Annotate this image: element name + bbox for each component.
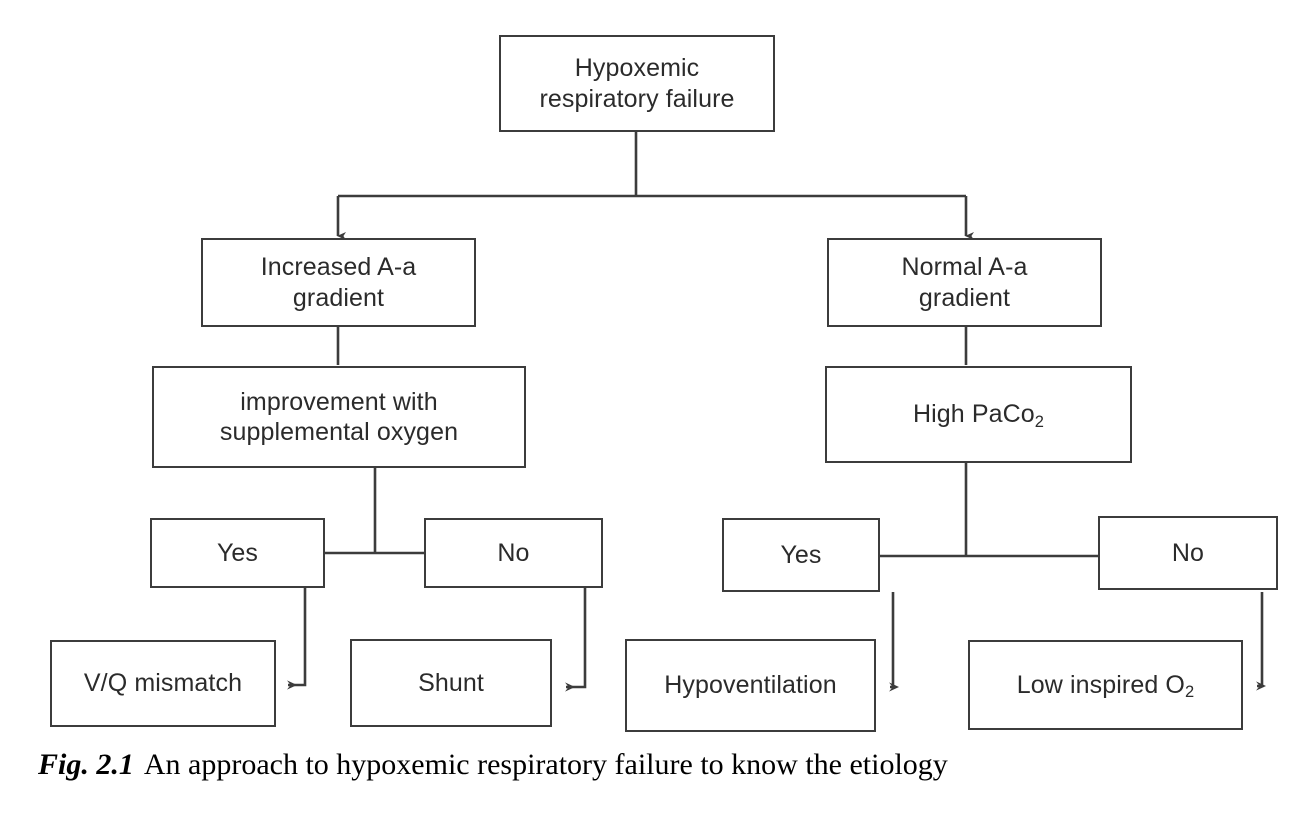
edge-right-no-to-low-inspired-o2 [1256, 592, 1266, 691]
figure-caption-text: An approach to hypoxemic respiratory fai… [143, 748, 948, 781]
edge-right-yes-to-hypoventilation [889, 592, 899, 692]
node-shunt[interactable]: Shunt [350, 639, 552, 727]
node-right-yes[interactable]: Yes [722, 518, 880, 592]
edge-left-no-to-shunt [565, 588, 587, 692]
node-shunt-label: Shunt [418, 668, 484, 697]
node-right-no[interactable]: No [1098, 516, 1278, 590]
node-vq-mismatch[interactable]: V/Q mismatch [50, 640, 276, 727]
node-low-inspired-o2-label: Low inspired O2 [1016, 670, 1195, 702]
node-low-inspired-o2[interactable]: Low inspired O2 [968, 640, 1243, 730]
node-left-yes-label: Yes [216, 538, 259, 567]
node-right-yes-label: Yes [780, 540, 822, 569]
edge-left-yes-to-vq [287, 588, 307, 690]
node-vq-mismatch-label: V/Q mismatch [83, 669, 243, 698]
subscript-2: 2 [1034, 412, 1045, 431]
node-hypoventilation-label: Hypoventilation [664, 671, 837, 700]
figure-number: Fig. 2.1 [38, 748, 134, 781]
node-left-no-label: No [497, 538, 530, 567]
subscript-2: 2 [1184, 683, 1195, 702]
node-right-no-label: No [1171, 538, 1205, 567]
node-left-no[interactable]: No [424, 518, 603, 588]
figure-caption: Fig. 2.1 An approach to hypoxemic respira… [38, 748, 1278, 782]
node-high-paco2[interactable]: High PaCo2 [825, 366, 1132, 463]
node-hypoventilation[interactable]: Hypoventilation [625, 639, 876, 732]
node-left-yes[interactable]: Yes [150, 518, 325, 588]
node-high-paco2-label: High PaCo2 [912, 400, 1045, 431]
